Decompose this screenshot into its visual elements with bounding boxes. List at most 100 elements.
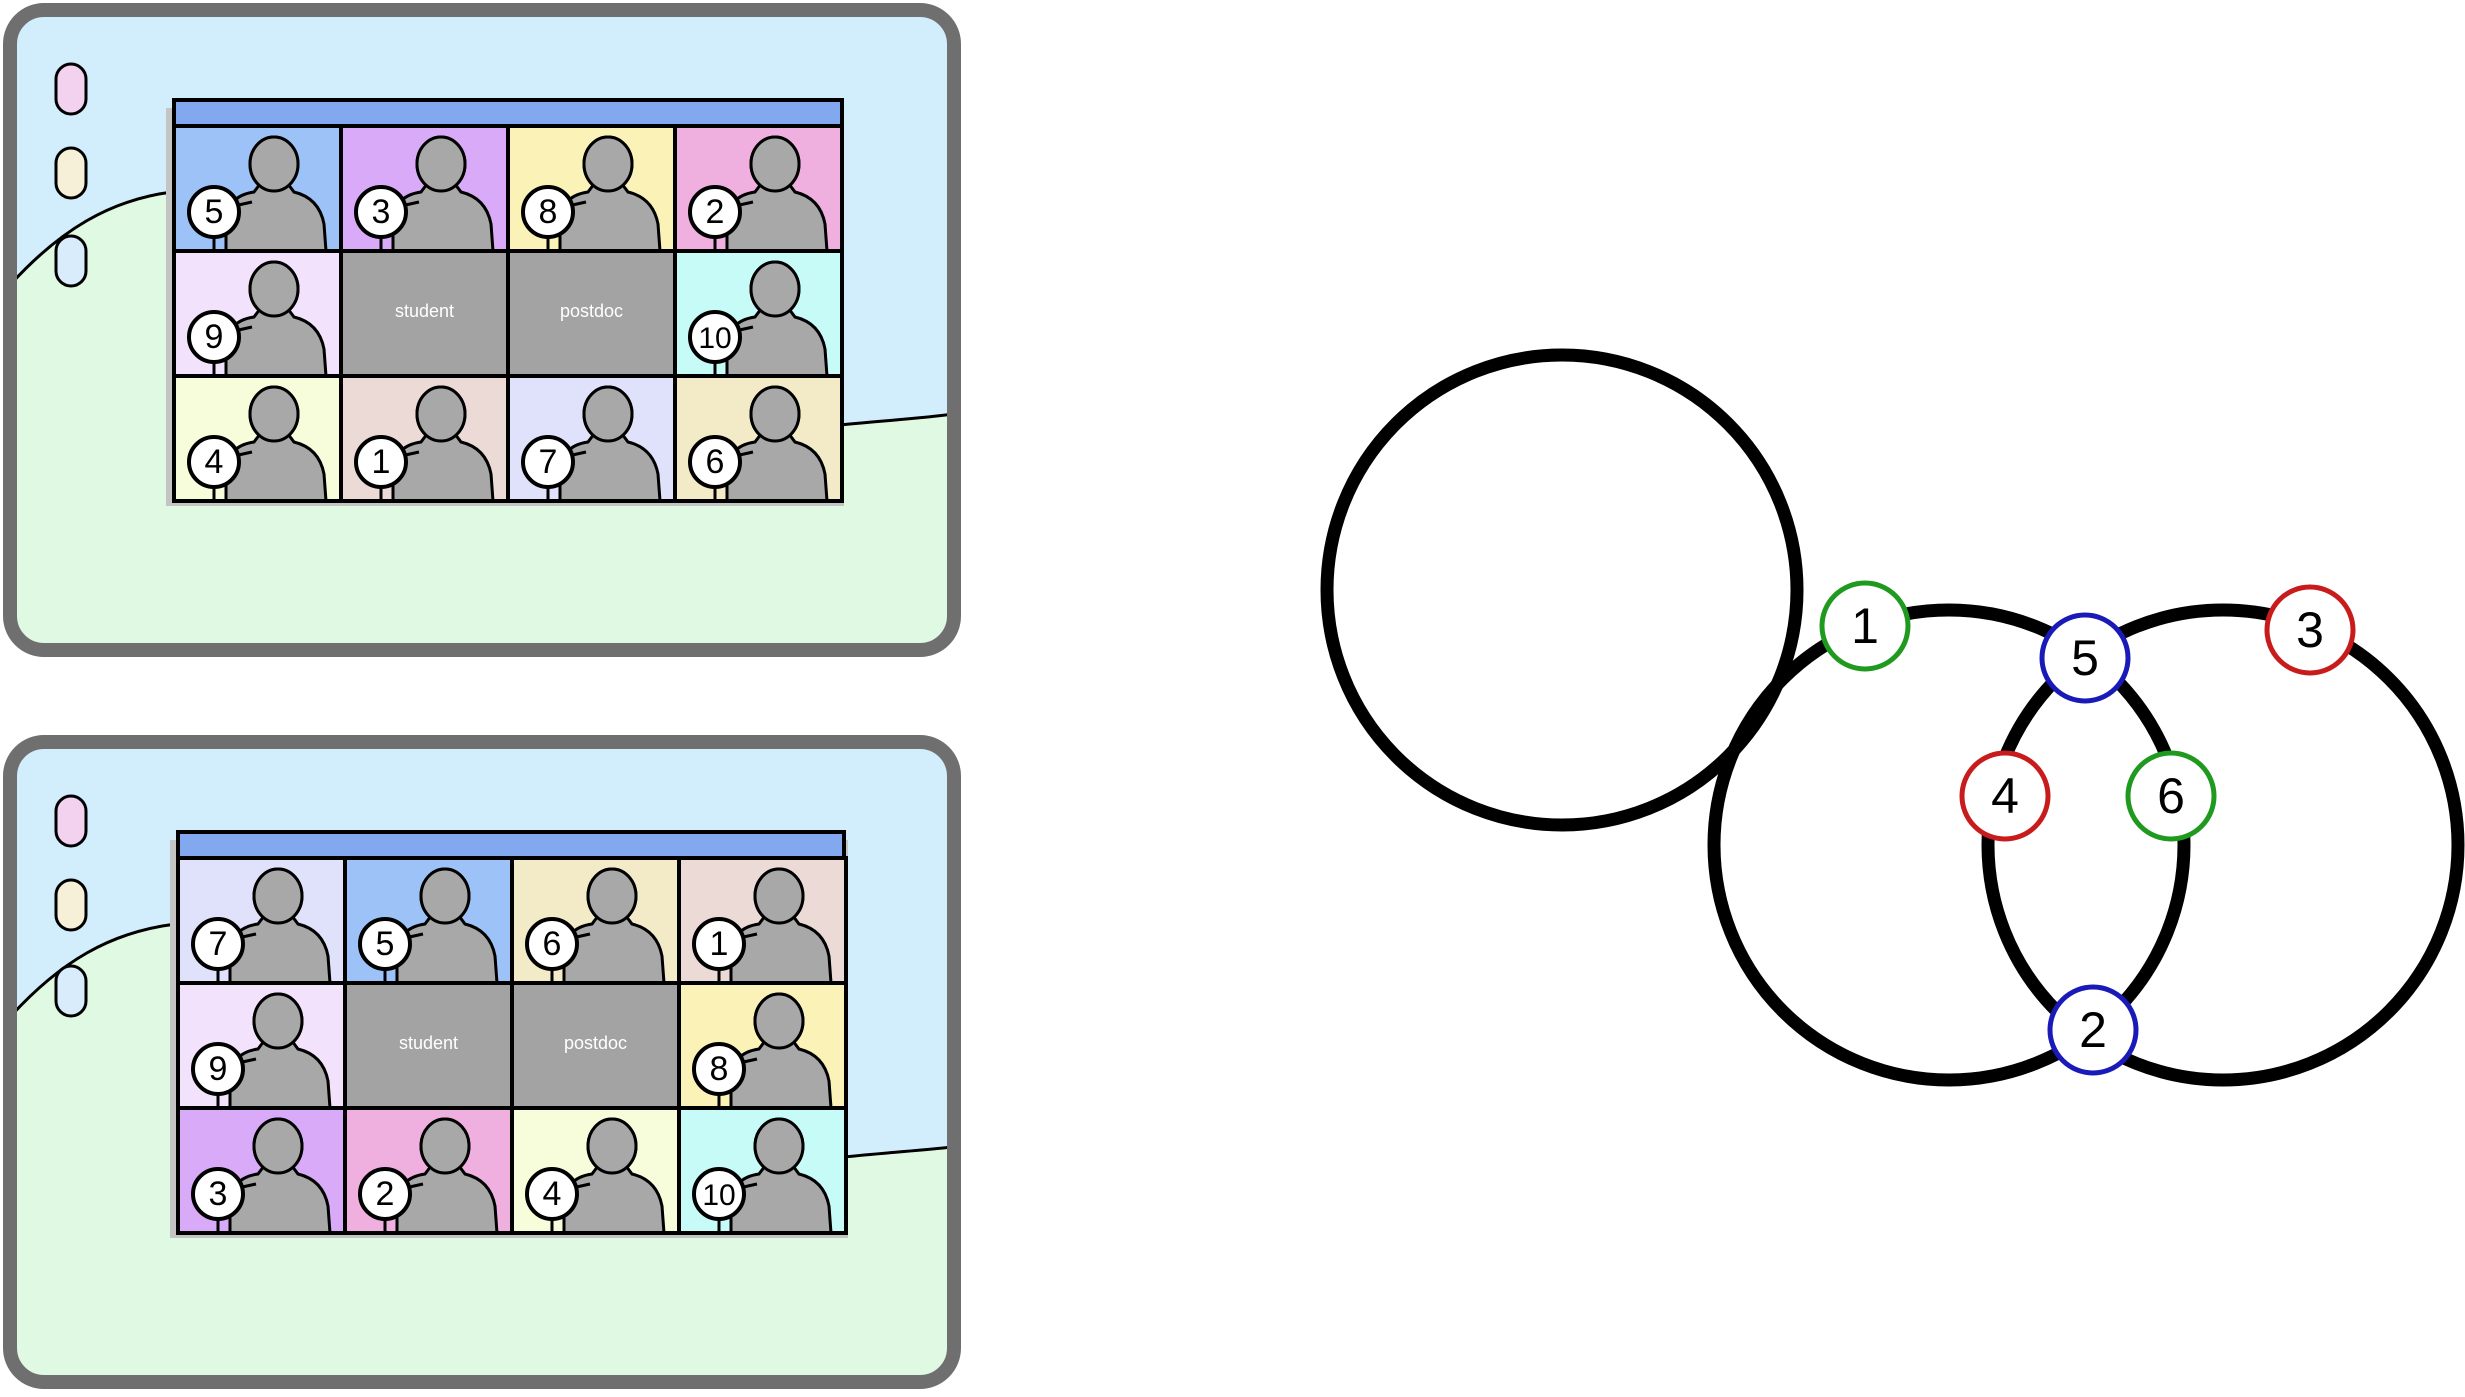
diagram-node-4: 4 <box>1959 750 2051 842</box>
participant-grid: 7 5 6 1 9 student postdoc 8 3 2 4 10 <box>176 856 848 1235</box>
person-head <box>415 385 467 443</box>
participant-number: 4 <box>205 443 224 481</box>
side-pill <box>54 234 88 288</box>
participant-number-badge <box>191 917 245 971</box>
video-call-panel-bottom: 7 5 6 1 9 student postdoc 8 3 2 4 10 <box>3 735 961 1389</box>
right-ring <box>1981 603 2465 1087</box>
participant-tile: 4 <box>172 374 343 503</box>
participant-tile: 4 <box>510 1106 681 1235</box>
participant-number: 9 <box>209 1050 228 1088</box>
participant-number-badge <box>354 185 408 239</box>
participant-number: 3 <box>372 193 391 231</box>
participant-number: 9 <box>205 318 224 356</box>
node-label: 2 <box>2079 1002 2107 1058</box>
node-circle <box>1819 580 1911 672</box>
participant-number-badge <box>692 1042 746 1096</box>
participant-tile: 3 <box>339 124 510 253</box>
participant-tile: 6 <box>510 856 681 985</box>
role-label: postdoc <box>560 301 623 321</box>
tile-background <box>508 251 675 376</box>
person-head <box>252 867 304 925</box>
node-circle <box>2125 750 2217 842</box>
participant-tile: 5 <box>343 856 514 985</box>
participant-tile: 5 <box>172 124 343 253</box>
participant-tile: 2 <box>673 124 844 253</box>
participant-tile: 1 <box>339 374 510 503</box>
person-head <box>753 867 805 925</box>
diagram-node-6: 6 <box>2125 750 2217 842</box>
diagram-node-1: 1 <box>1819 580 1911 672</box>
participant-number: 2 <box>376 1175 395 1213</box>
window-title-bar <box>172 98 844 128</box>
participant-tile: 8 <box>677 981 848 1110</box>
participant-number-badge <box>358 1167 412 1221</box>
participant-number: 2 <box>706 193 725 231</box>
person-head <box>248 135 300 193</box>
participant-tile: 3 <box>176 1106 347 1235</box>
node-label: 1 <box>1851 598 1879 654</box>
panel-ground <box>10 924 954 1382</box>
tile-background <box>341 251 508 376</box>
participant-number: 6 <box>543 925 562 963</box>
participant-tile: 1 <box>677 856 848 985</box>
participant-number-badge <box>187 310 241 364</box>
node-circle <box>2047 984 2139 1076</box>
node-label: 5 <box>2071 630 2099 686</box>
person-head <box>582 135 634 193</box>
participant-number: 1 <box>710 925 729 963</box>
participant-number-badge <box>191 1042 245 1096</box>
participant-number: 5 <box>376 925 395 963</box>
participant-tile: 2 <box>343 1106 514 1235</box>
person-head <box>753 1117 805 1175</box>
person-head <box>419 1117 471 1175</box>
side-pill <box>54 794 88 848</box>
side-pill <box>54 62 88 116</box>
node-circle <box>1959 750 2051 842</box>
role-label: postdoc <box>564 1033 627 1053</box>
participant-number-badge <box>688 310 742 364</box>
participant-number: 7 <box>209 925 228 963</box>
tile-border <box>673 374 844 503</box>
diagram-node-5: 5 <box>2039 612 2131 704</box>
diagram-node-2: 2 <box>2047 984 2139 1076</box>
participant-tile: 7 <box>176 856 347 985</box>
participant-number-badge <box>187 185 241 239</box>
participant-number-badge <box>354 435 408 489</box>
left-ring <box>1707 603 2191 1087</box>
participant-tile: 9 <box>172 249 343 378</box>
role-label: student <box>399 1033 458 1053</box>
person-head <box>749 260 801 318</box>
person-head <box>415 135 467 193</box>
participant-number-badge <box>191 1167 245 1221</box>
node-label: 4 <box>1991 768 2019 824</box>
side-pill-group <box>54 794 88 1018</box>
participant-number-badge <box>521 185 575 239</box>
role-label-tile: student <box>339 249 510 378</box>
window-title-bar <box>176 830 846 860</box>
person-head <box>582 385 634 443</box>
participant-number-badge <box>521 435 575 489</box>
panel-frame <box>3 735 961 1389</box>
person-head <box>749 135 801 193</box>
person-head <box>749 385 801 443</box>
side-pill <box>54 146 88 200</box>
role-label-tile: postdoc <box>506 249 677 378</box>
node-label: 6 <box>2157 768 2185 824</box>
top-ring <box>1320 348 1804 832</box>
person-head <box>252 992 304 1050</box>
participant-number: 7 <box>539 443 558 481</box>
participant-number-badge <box>688 435 742 489</box>
side-pill <box>54 878 88 932</box>
person-head <box>248 260 300 318</box>
participant-number: 3 <box>209 1175 228 1213</box>
role-label-tile: postdoc <box>510 981 681 1110</box>
participant-number: 10 <box>702 1179 735 1212</box>
participant-number-badge <box>525 1167 579 1221</box>
tile-background <box>345 983 512 1108</box>
participant-number-badge <box>688 185 742 239</box>
panel-ground <box>10 192 954 650</box>
